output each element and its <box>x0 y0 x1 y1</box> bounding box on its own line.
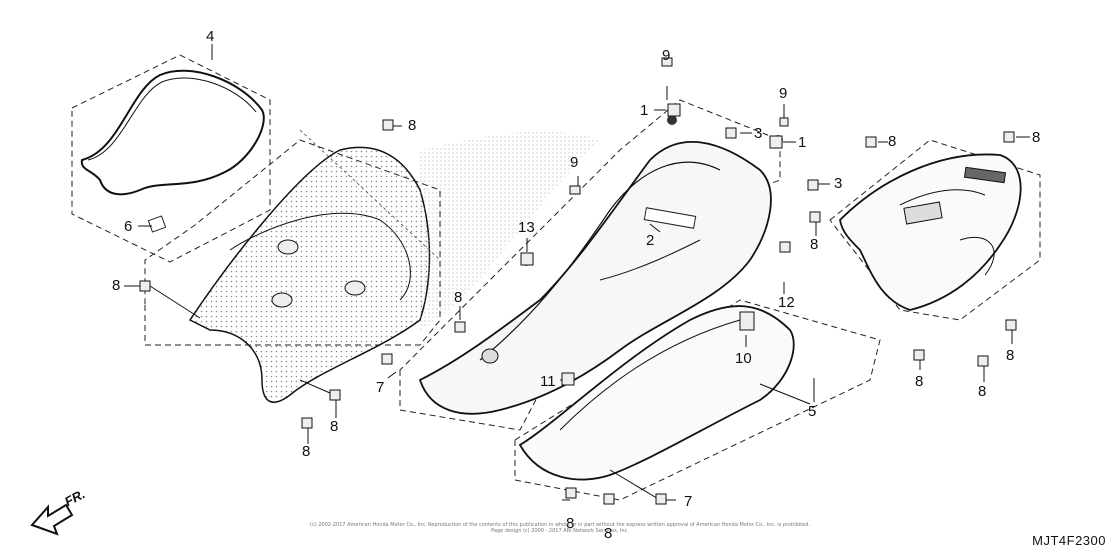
grommet-icon <box>667 103 681 117</box>
callout-8: 8 <box>1032 129 1041 146</box>
callout-8: 8 <box>454 289 463 306</box>
callout-4: 4 <box>206 28 215 45</box>
copyright-line-2: Page design (c) 2000 - 2017 ARI Network … <box>491 528 629 534</box>
tail-cowl-group <box>829 139 1041 321</box>
bolt-icon <box>661 57 673 67</box>
bolt-icon <box>329 389 341 401</box>
callout-3: 3 <box>754 125 763 142</box>
callout-9: 9 <box>662 47 671 64</box>
callout-7: 7 <box>376 379 385 396</box>
nut-icon <box>301 417 313 429</box>
callout-8: 8 <box>810 236 819 253</box>
callout-7: 7 <box>684 493 693 510</box>
callout-8: 8 <box>566 515 575 532</box>
nut-icon <box>381 353 393 365</box>
side-cover-group <box>514 299 881 501</box>
callout-13: 13 <box>518 219 535 236</box>
callout-8: 8 <box>408 117 417 134</box>
nut-icon <box>913 349 925 361</box>
callout-9: 9 <box>570 154 579 171</box>
copyright-line-1: (c) 2002-2017 American Honda Motor Co., … <box>310 522 810 528</box>
nut-icon <box>603 493 615 505</box>
nut-icon <box>520 252 534 266</box>
callout-8: 8 <box>978 383 987 400</box>
bolt-icon <box>569 185 581 195</box>
nut-icon <box>809 211 821 223</box>
seat-group <box>71 44 271 263</box>
callout-8: 8 <box>915 373 924 390</box>
bolt-icon <box>655 493 667 505</box>
bolt-icon <box>1003 131 1015 143</box>
drawing-code: MJT4F2300 <box>1032 533 1106 548</box>
frame-group <box>399 99 783 431</box>
callout-8: 8 <box>1006 347 1015 364</box>
nut-icon <box>977 355 989 367</box>
fasteners <box>139 57 1017 505</box>
callout-5: 5 <box>808 403 817 420</box>
bolt-icon <box>454 321 466 333</box>
callout-10: 10 <box>735 350 752 367</box>
nut-icon <box>561 372 575 386</box>
callout-8: 8 <box>604 525 613 542</box>
callout-1: 1 <box>798 134 807 151</box>
bolt-icon <box>865 136 877 148</box>
callout-3: 3 <box>834 175 843 192</box>
clip-icon <box>807 179 819 191</box>
bracket-icon <box>739 311 755 331</box>
callout-6: 6 <box>124 218 133 235</box>
leader-lines <box>124 86 1030 501</box>
bolt-icon <box>382 119 394 131</box>
callout-8: 8 <box>330 418 339 435</box>
callout-8: 8 <box>888 133 897 150</box>
clip-icon <box>725 127 737 139</box>
grommet-icon <box>769 135 783 149</box>
nut-icon <box>139 280 151 292</box>
front-direction-arrow-icon <box>30 503 74 536</box>
callout-2: 2 <box>646 232 655 249</box>
callout-12: 12 <box>778 294 795 311</box>
shadow-pattern <box>420 131 600 330</box>
callout-8: 8 <box>112 277 121 294</box>
callout-8: 8 <box>302 443 311 460</box>
callout-11: 11 <box>540 373 556 390</box>
copyright-notice: (c) 2002-2017 American Honda Motor Co., … <box>300 522 820 534</box>
bolt-icon <box>1005 319 1017 331</box>
callout-1: 1 <box>640 102 649 119</box>
callout-9: 9 <box>779 85 788 102</box>
screw-icon <box>779 241 791 253</box>
bolt-icon <box>779 117 789 127</box>
bolt-icon <box>565 487 577 499</box>
